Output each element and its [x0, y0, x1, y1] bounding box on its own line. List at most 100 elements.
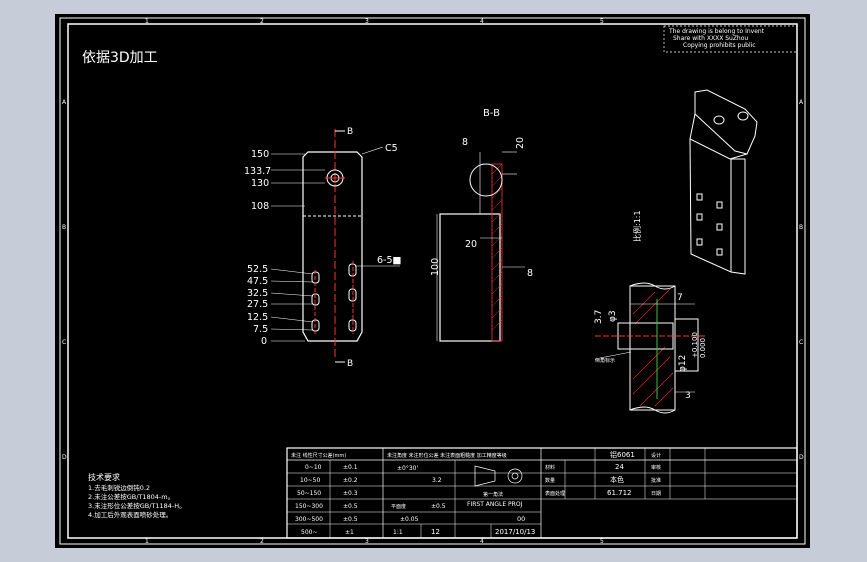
- tech-line: 4.加工后外观表面喷砂处理。: [88, 510, 172, 519]
- dim-label: 0: [261, 336, 267, 347]
- slot-callout: 6-5■: [377, 255, 402, 266]
- tol-range: 50~150: [297, 490, 321, 497]
- right-label: 表面处理: [545, 490, 565, 497]
- dim-label: 52.5: [247, 264, 268, 275]
- tol-upper: +0.100: [691, 332, 699, 358]
- copyright-line: Share with XXXX SuZhou: [673, 35, 748, 42]
- title-block: 未注 线性尺寸公差(mm) 未注角度 未注形位公差 未注表面粗糙度 加工精度等级…: [286, 447, 798, 539]
- zone-num: 1: [145, 18, 149, 25]
- tol-range: 0~10: [305, 464, 322, 471]
- scale-value: 1:1: [393, 529, 403, 536]
- section-title: B-B: [483, 108, 500, 119]
- process-note: 依据3D加工: [82, 50, 158, 66]
- finish-value: 本色: [610, 475, 624, 484]
- dim-label: 3.7: [594, 310, 604, 324]
- angle-tol: ±0°30': [397, 465, 418, 472]
- mid-header: 未注角度 未注形位公差 未注表面粗糙度 加工精度等级: [387, 452, 507, 459]
- dim-label: 3: [685, 391, 691, 401]
- dim-label: 8: [462, 137, 468, 148]
- detail-view: [595, 282, 705, 414]
- dim-label: 108: [251, 201, 269, 212]
- zone-num: 1: [145, 538, 149, 545]
- tol-range: 300~500: [295, 516, 323, 523]
- tol-value: ±0.1: [343, 464, 358, 471]
- tol-range: 500~: [301, 529, 317, 536]
- material-value: 铝6061: [610, 450, 635, 459]
- zone-num: 2: [260, 538, 264, 545]
- zone-num: 5: [600, 18, 604, 25]
- copyright-box: The drawing is belong to Invent Share wi…: [663, 25, 798, 53]
- quantity-value: 24: [615, 463, 624, 471]
- dim-label: 100: [430, 258, 441, 276]
- zone-letter: D: [799, 454, 804, 461]
- detail-dims: 7 3.7 φ3 3 φ12 +0.100 0.000 倒角标示: [594, 293, 707, 401]
- dim-label: 32.5: [247, 288, 268, 299]
- zone-num: 3: [365, 18, 369, 25]
- section-dims: 8 20 20 100 8: [430, 137, 533, 279]
- right-label: 材料: [545, 464, 555, 471]
- dim-label: 8: [527, 268, 533, 279]
- tech-line: 3.未注形位公差按GB/T1184-H。: [88, 501, 186, 510]
- zone-numbers: 1 2 3 4 5 1 2 3 4 5: [145, 18, 604, 545]
- tol-value: ±0.5: [343, 503, 358, 510]
- flatness-label: 平面度: [391, 503, 406, 510]
- tol-value: ±0.2: [343, 477, 358, 484]
- zone-num: 3: [365, 538, 369, 545]
- flatness-value: ±0.5: [431, 503, 446, 510]
- section-view: B-B: [436, 108, 525, 342]
- iso-view: 比例:1:1: [632, 89, 758, 275]
- zone-num: 5: [600, 538, 604, 545]
- revision: 00: [517, 515, 525, 523]
- dim-label: 133.7: [244, 166, 271, 177]
- dim-label: 47.5: [247, 276, 268, 287]
- sign-label: 设计: [651, 452, 661, 459]
- dim-label: 12.5: [247, 312, 268, 323]
- iso-scale: 比例:1:1: [632, 210, 642, 242]
- dim-label: 130: [251, 178, 269, 189]
- weight-tol: ±0.05: [400, 516, 419, 523]
- zone-num: 2: [260, 18, 264, 25]
- zone-num: 4: [480, 18, 484, 25]
- zone-letter: B: [799, 224, 803, 231]
- zone-letter: C: [62, 339, 66, 346]
- cad-drawing: 1 2 3 4 5 1 2 3 4 5 A B C D A B C D 依据3D…: [59, 17, 806, 545]
- zone-num: 4: [480, 538, 484, 545]
- tol-header: 未注 线性尺寸公差(mm): [291, 452, 346, 459]
- tol-value: ±1: [345, 529, 354, 536]
- front-view: B B: [270, 127, 400, 369]
- projection-label: FIRST ANGLE PROJ: [467, 501, 523, 508]
- dim-label: φ3: [608, 310, 618, 322]
- sign-label: 审核: [651, 464, 661, 471]
- drawing-sheet: 1 2 3 4 5 1 2 3 4 5 A B C D A B C D 依据3D…: [55, 14, 810, 548]
- sign-label: 批准: [651, 477, 661, 484]
- tech-requirements: 技术要求 1.去毛刺锐边倒钝0.2 2.未注公差按GB/T1804-m。 3.未…: [88, 472, 186, 519]
- detail-note: 倒角标示: [595, 357, 615, 364]
- outer-border: [59, 17, 806, 545]
- projection-cn: 第一角法: [483, 491, 503, 498]
- sheet-count: 12: [431, 528, 440, 536]
- dim-label: 20: [465, 239, 477, 250]
- tol-value: ±0.3: [343, 490, 358, 497]
- dim-label: 7: [677, 293, 683, 303]
- section-mark-bottom: B: [347, 359, 353, 369]
- zone-letter: A: [62, 99, 67, 106]
- tol-range: 10~50: [300, 477, 320, 484]
- date: 2017/10/13: [495, 528, 535, 536]
- dim-label: 7.5: [253, 324, 268, 335]
- front-view-dims: 150 133.7 130 108 52.5 47.5 32.5 27.5 12…: [244, 143, 402, 347]
- weight-value: 61.712: [607, 489, 632, 497]
- copyright-line: Copying prohibits public: [683, 42, 756, 49]
- inner-border: [67, 23, 798, 539]
- tech-line: 2.未注公差按GB/T1804-m。: [88, 492, 174, 501]
- roughness: 3.2: [432, 477, 442, 484]
- zone-letters: A B C D A B C D: [62, 99, 804, 461]
- section-mark-top: B: [347, 127, 353, 137]
- tech-title: 技术要求: [88, 472, 120, 482]
- tol-range: 150~300: [295, 503, 323, 510]
- chamfer-label: C5: [385, 143, 398, 154]
- copyright-line: The drawing is belong to Invent: [668, 28, 765, 35]
- zone-letter: B: [62, 224, 66, 231]
- zone-letter: C: [799, 339, 803, 346]
- sign-label: 日期: [651, 491, 661, 497]
- dim-label: 27.5: [247, 299, 268, 310]
